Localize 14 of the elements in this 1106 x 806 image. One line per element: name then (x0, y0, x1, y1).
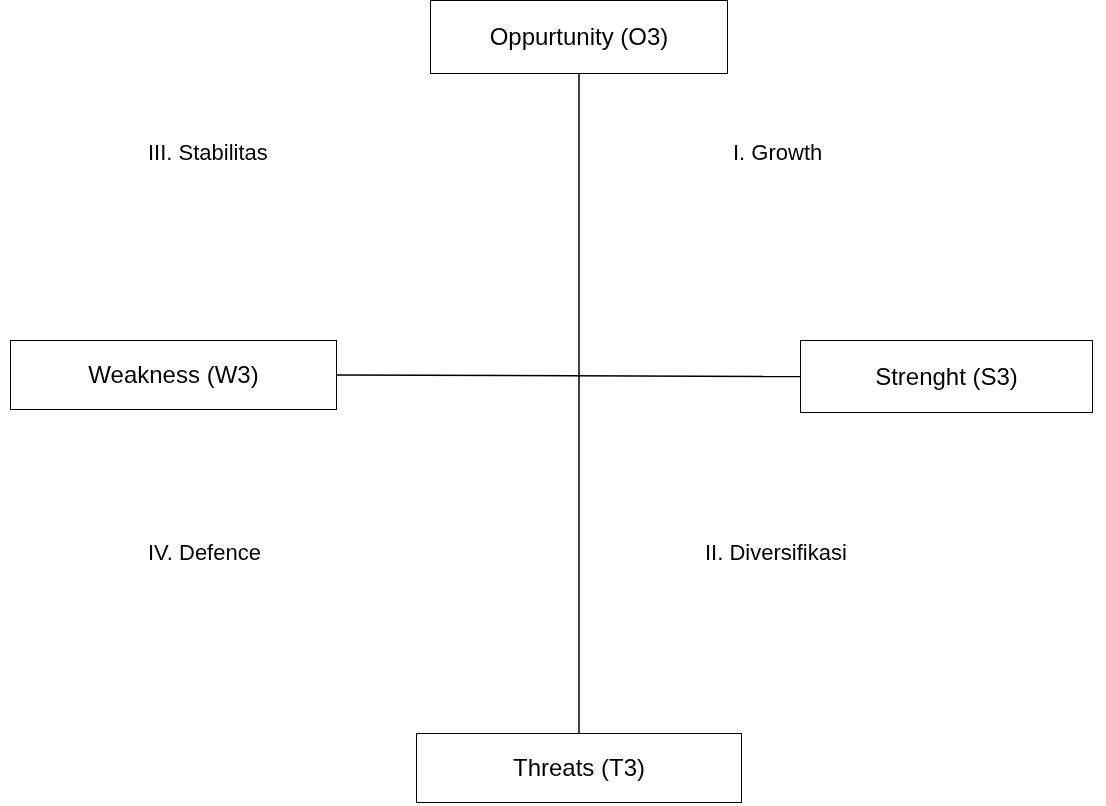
box-text: Weakness (W3) (88, 361, 259, 389)
label-box (10, 340, 337, 410)
label-box (800, 340, 1093, 413)
box-text: Threats (T3) (513, 754, 645, 782)
quadrant-label: II. Diversifikasi (705, 540, 847, 566)
label-box (416, 733, 742, 803)
quadrant-label: IV. Defence (148, 540, 261, 566)
box-text: Strenght (S3) (875, 362, 1018, 391)
label-box (430, 0, 728, 74)
connector-line (336, 374, 801, 378)
quadrant-label: III. Stabilitas (148, 140, 268, 166)
box-text: Oppurtunity (O3) (489, 23, 669, 51)
connector-line (578, 73, 580, 734)
quadrant-label: I. Growth (733, 140, 823, 166)
